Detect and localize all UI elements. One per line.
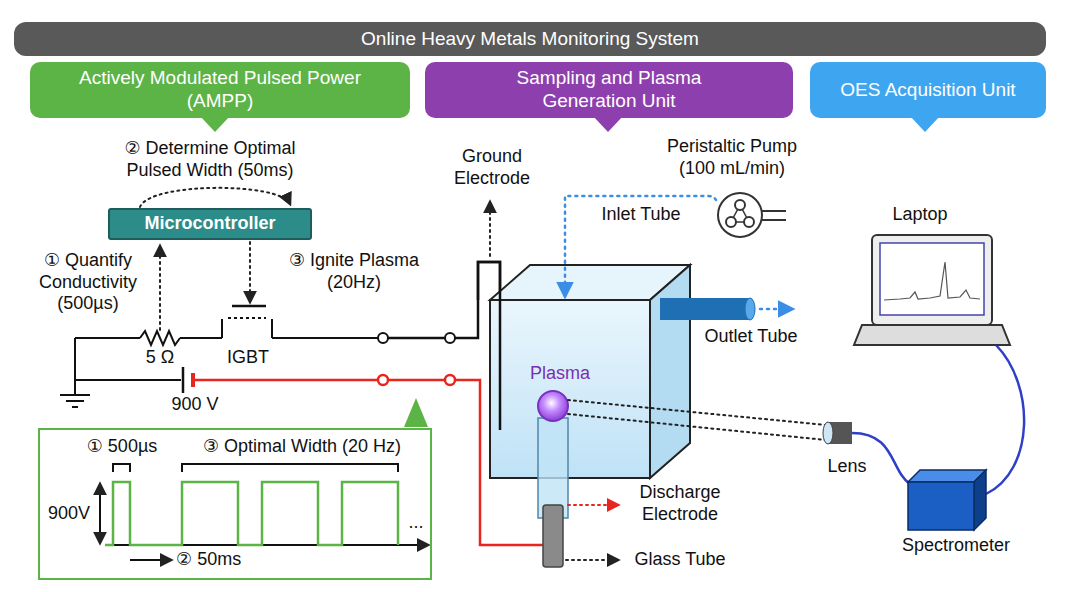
annotation-label: IGBT [218,347,278,369]
annotation-label: ① Quantify Conductivity (500µs) [26,250,150,315]
annotation-label: Spectrometer [880,535,1032,557]
annotation-label: Lens [820,456,874,478]
header-pointer [593,116,623,132]
water-tank [490,265,690,478]
annotation-label: Outlet Tube [690,326,812,348]
annotation-label: Ground Electrode [440,146,544,189]
section-header: Actively Modulated Pulsed Power (AMPP) [30,62,410,118]
glass-tube [538,418,568,518]
signal-arrow [159,246,161,330]
annotation-label: ② Determine Optimal Pulsed Width (50ms) [95,138,325,181]
annotation-label: Discharge Electrode [622,482,738,525]
node-text: Sampling and Plasma Generation Unit [509,67,709,113]
signal-arrow [249,242,251,302]
discharge-electrode [543,505,563,567]
spectrometer [908,470,986,530]
outlet-flow [760,308,792,311]
leader-arrow [489,202,491,256]
waveform-label: ... [402,512,430,534]
annotation-label: Peristaltic Pump (100 mL/min) [648,136,816,179]
title-text: Online Heavy Metals Monitoring System [361,28,699,50]
header-pointer [200,116,230,132]
leader-arrow [568,504,618,506]
waveform-inset: ① 500µs ③ Optimal Width (20 Hz) 900V ② 50ms… [38,428,432,580]
laptop [854,235,1010,345]
callout-pointer [404,398,428,427]
title-bar: Online Heavy Metals Monitoring System [14,22,1046,56]
header-pointer [910,116,940,132]
light-path [568,400,826,440]
annotation-label: Plasma [518,363,602,385]
outlet-tube [660,298,755,320]
annotation-label: 5 Ω [133,347,187,369]
section-header: OES Acquisition Unit [810,62,1046,118]
waveform [100,464,428,560]
node-text: OES Acquisition Unit [840,79,1015,102]
annotation-label: Inlet Tube [585,204,697,226]
leader-arrow [566,559,618,561]
feedback-arrow [140,188,290,207]
node-text: Microcontroller [144,213,275,235]
inlet-flow [565,196,716,296]
ground-electrode [478,262,500,430]
annotation-label: ③ Ignite Plasma (20Hz) [270,250,438,293]
annotation-label: 900 V [158,394,232,416]
microcontroller-box: Microcontroller [108,208,312,240]
lens [823,422,852,444]
waveform-label: 900V [42,503,96,525]
section-header: Sampling and Plasma Generation Unit [425,62,793,118]
peristaltic-pump [718,193,786,237]
annotation-label: Glass Tube [622,549,738,571]
node-text: Actively Modulated Pulsed Power (AMPP) [55,67,385,113]
optical-fiber [986,345,1024,494]
waveform-label: ③ Optimal Width (20 Hz) [180,436,424,458]
annotation-label: Laptop [872,204,968,226]
plasma-ball [538,391,568,421]
waveform-label: ② 50ms [176,549,256,571]
waveform-label: ① 500µs [76,436,168,458]
